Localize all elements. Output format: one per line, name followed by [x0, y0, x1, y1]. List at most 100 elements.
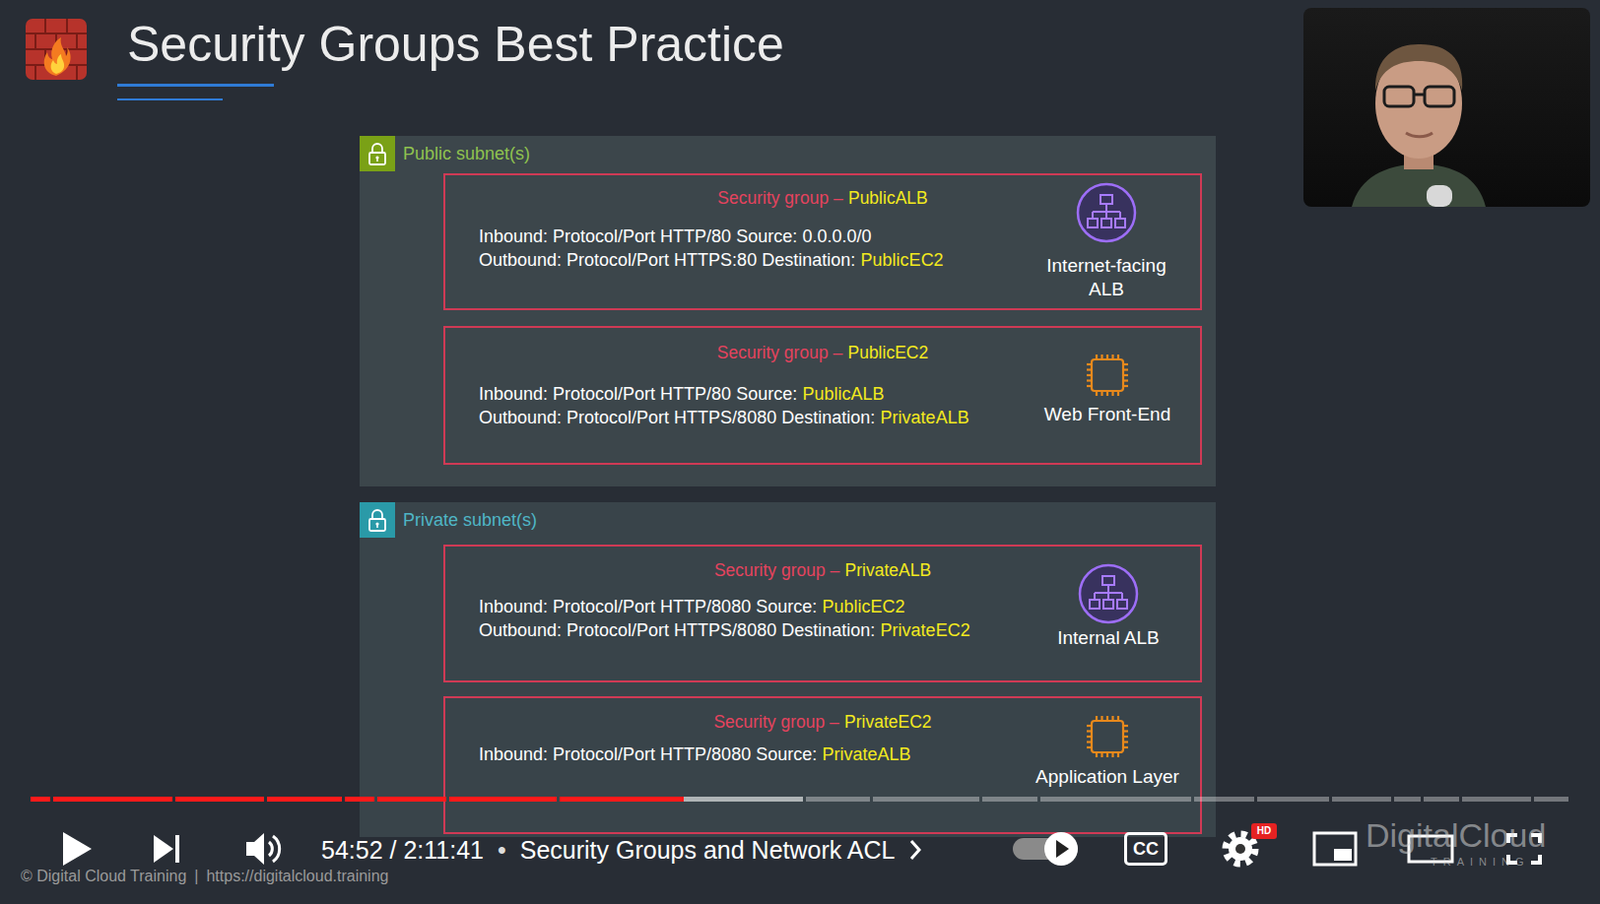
separator-dot: •: [497, 836, 507, 866]
security-group-title: Security group –PublicEC2: [445, 341, 1200, 364]
ec2-instance-icon-part-part: [1106, 354, 1109, 360]
rule-text: Inbound: Protocol/Port HTTP/80 Source:: [478, 384, 798, 404]
ec2-instance-icon-part-part: [1086, 725, 1092, 728]
ec2-instance-icon-part: [1086, 716, 1129, 758]
group-name: PublicALB: [848, 188, 929, 208]
ec2-instance-icon-part-part: [1086, 374, 1092, 377]
title-underline: [117, 98, 223, 101]
title-underline: [117, 83, 274, 87]
icon-caption: Application Layer: [1032, 765, 1183, 790]
flame: [44, 37, 71, 76]
lock-badge-part: [372, 510, 383, 520]
ec2-instance-icon-part-part: [1123, 740, 1129, 743]
lock-badge-part: [376, 158, 379, 162]
title-prefix: Security group –: [717, 188, 843, 208]
miniplayer-button-part: [1333, 849, 1352, 862]
progress-segment: [30, 797, 51, 802]
brick-lines-part: [34, 65, 37, 80]
progress-bar: [30, 797, 1569, 802]
miniplayer-button-part: [1314, 833, 1356, 866]
rule-text: Inbound: Protocol/Port HTTP/8080 Source:: [478, 744, 817, 765]
progress-segment: [1462, 797, 1532, 802]
rule-line: Inbound: Protocol/Port HTTP/80 Source:0.…: [478, 224, 872, 249]
ec2-instance-icon-part-part: [1117, 391, 1120, 397]
progress-segment: [1394, 797, 1421, 802]
load-balancer-icon-part: [1089, 576, 1128, 609]
ec2-instance-icon-part-part: [1106, 391, 1109, 397]
icon-caption: Internet-facing ALB: [1024, 254, 1189, 302]
icon-caption-wrap: Internet-facing ALB: [1017, 254, 1196, 302]
lock-badge-part: [369, 519, 386, 532]
icon-caption: Web Front-End: [1041, 402, 1174, 427]
load-balancer-icon-part-part: [1093, 593, 1096, 600]
progress-segment: [377, 797, 447, 802]
ec2-instance-icon-part-part: [1117, 354, 1120, 360]
rule-target: 0.0.0.0/0: [802, 226, 872, 247]
ec2-instance-icon-part-part: [1100, 716, 1103, 722]
shirt: [1351, 163, 1486, 207]
progress-segment: [53, 797, 173, 802]
load-balancer-icon-part-part: [1103, 600, 1114, 609]
icon-caption-wrap: Web Front-End: [1018, 402, 1197, 427]
rule-target: PublicEC2: [822, 597, 906, 617]
ec2-instance-icon-part-part: [1100, 354, 1103, 360]
autoplay-toggle-part: [1044, 832, 1078, 867]
load-balancer-icon: [1076, 562, 1140, 626]
load-balancer-icon: [1074, 181, 1138, 245]
progress-segment: [982, 797, 1038, 802]
chapter-chevron: [908, 838, 923, 863]
glasses: [1384, 86, 1455, 107]
ec2-instance-icon-part-part: [1123, 374, 1129, 377]
hair: [1375, 44, 1463, 91]
ec2-instance-icon-part-part: [1123, 363, 1129, 366]
lock-badge: [359, 502, 396, 538]
load-balancer-icon-part-part: [1100, 195, 1113, 204]
ec2-instance-icon-part-part: [1123, 368, 1129, 371]
brick-wall: [25, 18, 87, 80]
progress-segment: [683, 797, 803, 802]
autoplay-toggle: [1012, 832, 1078, 867]
ec2-instance-icon: [1082, 712, 1133, 762]
brick-lines-part: [66, 18, 68, 34]
glasses-part: [1413, 93, 1425, 97]
webcam-frame: [1303, 7, 1591, 207]
watermark-tagline: TRAINING: [1430, 856, 1531, 868]
ec2-instance-icon-part-part: [1111, 716, 1114, 722]
lock-badge-part: [359, 502, 396, 538]
ec2-instance-icon-part-part: [1095, 354, 1098, 360]
ec2-instance-icon-part-part: [1111, 752, 1114, 758]
ec2-instance-icon-part-part: [1100, 752, 1103, 758]
ec2-instance-icon-part-part: [1086, 735, 1092, 738]
load-balancer-icon-part: [1079, 565, 1137, 623]
ec2-instance-icon-part-part: [1086, 363, 1092, 366]
group-name: PrivateEC2: [844, 712, 933, 733]
ec2-instance-icon-part-part: [1123, 730, 1129, 733]
ec2-instance-icon-part-part: [1086, 746, 1092, 749]
progress-segment: [344, 797, 375, 802]
rule-text: Inbound: Protocol/Port HTTP/8080 Source:: [478, 597, 817, 617]
volume-button-part: [272, 836, 280, 863]
volume-button-part: [246, 833, 265, 866]
ec2-instance-icon-part-part: [1111, 391, 1114, 397]
load-balancer-icon-part-part: [1107, 585, 1110, 594]
lock-badge: [359, 135, 396, 172]
load-balancer-icon-part-part: [1107, 593, 1110, 600]
hd-text: HD: [1257, 825, 1271, 838]
miniplayer-button: [1314, 833, 1356, 866]
load-balancer-icon-part-part: [1087, 218, 1098, 228]
brick-lines-part: [75, 33, 78, 50]
load-balancer-icon-part-part: [1121, 593, 1124, 600]
rule-target: PublicALB: [802, 384, 885, 404]
ec2-instance-icon-part-part: [1086, 385, 1092, 388]
rule-target: PublicEC2: [861, 250, 944, 270]
load-balancer-icon-part: [1087, 195, 1126, 228]
copyright-row: © Digital Cloud Training|https://digital…: [20, 867, 389, 886]
captions-button: CC: [1124, 832, 1168, 867]
brick-lines: [25, 18, 87, 80]
load-balancer-icon-part-part: [1117, 600, 1128, 609]
rule-line: Inbound: Protocol/Port HTTP/80 Source:Pu…: [478, 382, 885, 406]
microphone: [1426, 185, 1453, 207]
rule-line: Outbound: Protocol/Port HTTPS/8080 Desti…: [478, 618, 971, 643]
ec2-instance-icon-part-part: [1123, 735, 1129, 738]
